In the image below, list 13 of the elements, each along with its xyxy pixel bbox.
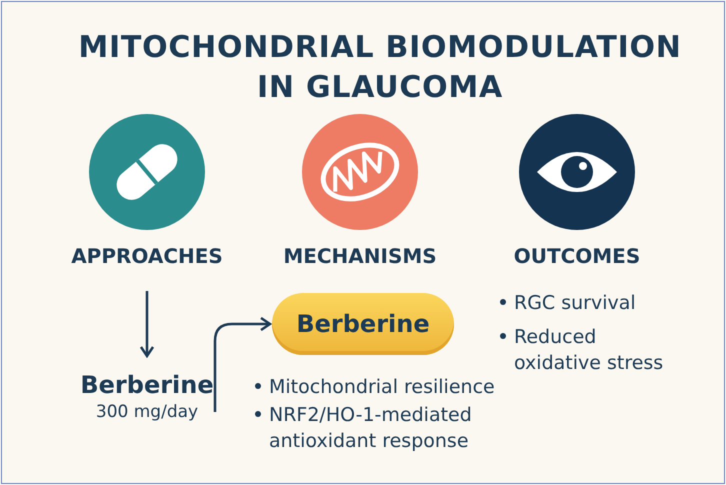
column-heading: OUTCOMES <box>512 243 642 269</box>
bullet-text: NRF2/HO-1-mediated antioxidant response <box>269 403 473 454</box>
arrow <box>214 316 272 412</box>
capsule-label: Berberine <box>272 293 454 355</box>
title: MITOCHONDRIAL BIOMODULATION IN GLAUCOMA <box>77 29 683 107</box>
dose-text: 300 mg/day <box>96 401 198 424</box>
approach-name: Berberine <box>80 370 214 400</box>
bullet-text: Mitochondrial resilience <box>269 375 495 400</box>
bullet-text: RGC survival <box>514 291 636 316</box>
column-heading: MECHANISMS <box>282 243 438 269</box>
column-heading: APPROACHES <box>67 243 227 269</box>
bullet-text: Reduced oxidative stress <box>514 325 664 376</box>
arrow <box>140 291 154 358</box>
